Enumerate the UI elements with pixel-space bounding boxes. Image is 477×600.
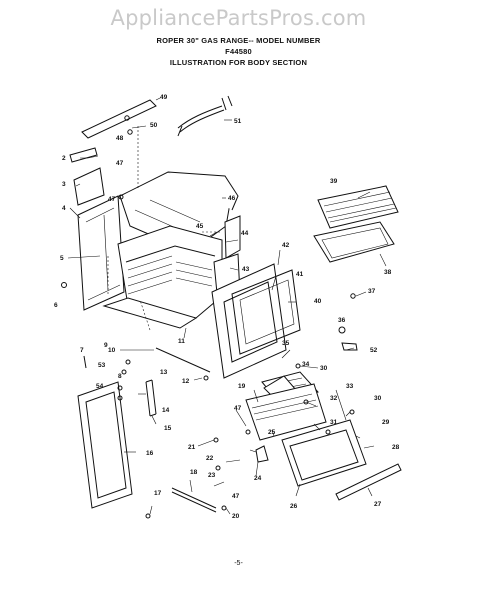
callout-15: 15	[164, 425, 172, 432]
callout-53: 53	[98, 362, 106, 369]
part-19-drawer	[245, 383, 327, 441]
page-number: -5-	[234, 560, 243, 567]
callout-47b: 47	[108, 196, 116, 203]
callout-30b: 30	[374, 395, 382, 402]
model-number: F44580	[225, 47, 252, 56]
callout-41: 41	[296, 271, 304, 278]
callout-33: 33	[346, 383, 354, 390]
callout-47d: 47	[232, 493, 240, 500]
part-7-pin	[83, 355, 87, 369]
part-51-harness	[177, 95, 233, 137]
part-37-screw	[350, 293, 356, 299]
callout-35: 35	[282, 340, 290, 347]
part-24-knob	[255, 445, 269, 463]
callout-22: 22	[206, 455, 214, 462]
callout-49: 49	[160, 94, 168, 101]
callout-12: 12	[182, 378, 190, 385]
callout-45: 45	[196, 223, 204, 230]
callout-47c: 47	[234, 405, 242, 412]
part-39-rack	[317, 185, 399, 229]
callout-9: 9	[104, 342, 108, 349]
callout-10: 10	[108, 347, 116, 354]
callout-5: 5	[60, 255, 64, 262]
callout-8: 8	[118, 373, 122, 380]
callout-36: 36	[338, 317, 346, 324]
callout-6: 6	[54, 302, 58, 309]
part-26-drawer-front	[281, 419, 367, 487]
part-16-door-panel	[77, 381, 133, 509]
callout-29: 29	[382, 419, 390, 426]
callout-40: 40	[314, 298, 322, 305]
part-10-rod	[155, 347, 211, 373]
part-18-rod	[171, 487, 217, 513]
part-2-bracket	[69, 147, 98, 163]
callout-47a: 47	[116, 160, 124, 167]
callout-23: 23	[208, 472, 216, 479]
part-11-base	[102, 297, 198, 329]
part-44-bracket	[224, 215, 241, 259]
dashed-guides	[107, 126, 220, 331]
callout-30a: 30	[320, 365, 328, 372]
part-36-knob	[338, 326, 346, 334]
small-screws	[117, 115, 355, 519]
callout-26: 26	[290, 503, 298, 510]
callout-4: 4	[62, 205, 66, 212]
callout-2: 2	[62, 155, 66, 162]
callout-42: 42	[282, 242, 290, 249]
callout-20: 20	[232, 513, 240, 520]
callout-46: 46	[228, 195, 236, 202]
part-6-screw	[61, 282, 67, 288]
part-38-broiler-pan	[313, 221, 395, 263]
part-3-panel	[73, 167, 105, 206]
callout-13: 13	[160, 369, 168, 376]
callout-34: 34	[302, 361, 310, 368]
callout-labels: 49 50 48 51 47 2 3 47 4 46 45 44 5 6 43 …	[54, 94, 400, 520]
callout-50: 50	[150, 122, 158, 129]
callout-14: 14	[162, 407, 170, 414]
callout-7: 7	[80, 347, 84, 354]
section-title: ILLUSTRATION FOR BODY SECTION	[169, 58, 308, 67]
callout-51: 51	[234, 118, 242, 125]
callout-52: 52	[370, 347, 378, 354]
part-27-trim	[335, 463, 402, 501]
callout-43: 43	[242, 266, 250, 273]
callout-28: 28	[392, 444, 400, 451]
leader-lines	[67, 97, 387, 515]
part-oven-body	[102, 225, 223, 329]
diagram-title: ROPER 30" GAS RANGE-- MODEL NUMBER	[156, 36, 321, 45]
callout-54: 54	[96, 383, 104, 390]
part-42-door-frame	[211, 263, 287, 379]
callout-38: 38	[384, 269, 392, 276]
callout-32: 32	[330, 395, 338, 402]
callout-18: 18	[190, 469, 198, 476]
callout-44: 44	[241, 230, 249, 237]
callout-39: 39	[330, 178, 338, 185]
part-4-side-panel	[61, 195, 125, 311]
callout-16: 16	[146, 450, 154, 457]
callout-37: 37	[368, 288, 376, 295]
callout-24: 24	[254, 475, 262, 482]
callout-3: 3	[62, 181, 66, 188]
callout-11: 11	[178, 338, 185, 345]
callout-21: 21	[188, 444, 196, 451]
callout-25: 25	[268, 429, 276, 436]
part-13-14-15-bracket	[145, 379, 157, 417]
callout-31: 31	[330, 419, 338, 426]
callout-27: 27	[374, 501, 382, 508]
callout-19: 19	[238, 383, 246, 390]
callout-48: 48	[116, 135, 124, 142]
part-49-trim	[81, 99, 157, 139]
part-40-41-frames	[231, 269, 301, 355]
watermark-text: AppliancePartsPros.com	[110, 6, 367, 30]
callout-17: 17	[154, 490, 162, 497]
